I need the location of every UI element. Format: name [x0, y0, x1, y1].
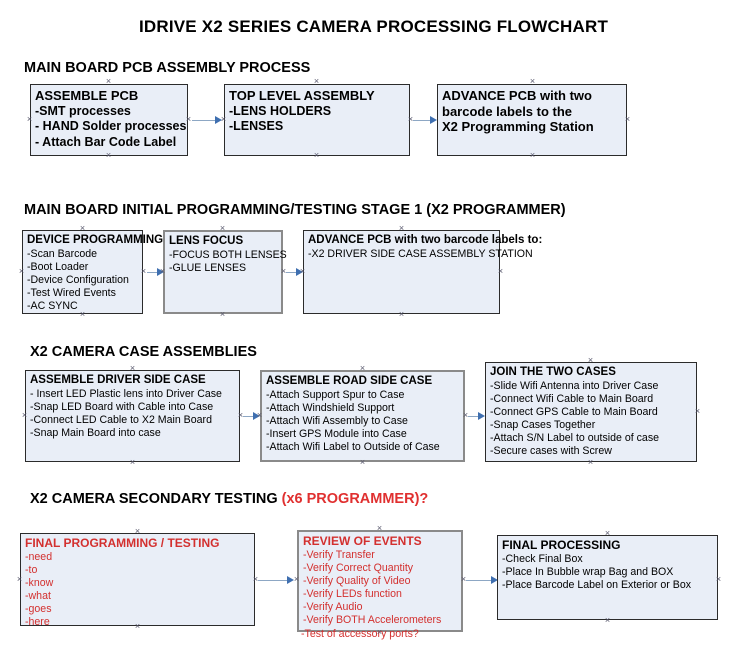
node-line: -Device Configuration: [27, 273, 129, 286]
node-line: -Place Barcode Label on Exterior or Box: [502, 578, 692, 591]
section-heading-accent: (x6 PROGRAMMER)?: [281, 491, 429, 507]
connector-arrow-icon: [478, 412, 485, 420]
node-title: ASSEMBLE DRIVER SIDE CASE: [30, 374, 206, 386]
node-line: barcode labels to the: [442, 103, 573, 119]
connector-line: [258, 580, 290, 581]
node-line: -Connect LED Cable to X2 Main Board: [30, 413, 212, 426]
node-line: - Insert LED Plastic lens into Driver Ca…: [30, 387, 222, 400]
connector-line: [413, 120, 435, 121]
node-line: -Connect Wifi Cable to Main Board: [490, 392, 654, 405]
node-line: -Insert GPS Module into Case: [266, 427, 407, 440]
node-title: ADVANCE PCB with two barcode labels to:: [308, 234, 543, 246]
node-lens-focus[interactable]: LENS FOCUS -FOCUS BOTH LENSES -GLUE LENS…: [163, 230, 287, 314]
node-line: -to: [25, 563, 38, 576]
section-heading-text: MAIN BOARD INITIAL PROGRAMMING/TESTING S…: [24, 202, 566, 218]
node-final-programming-testing[interactable]: FINAL PROGRAMMING / TESTING -need -to -k…: [20, 533, 255, 628]
node-line: - Attach Bar Code Label: [35, 134, 177, 149]
node-line: -Test Wired Events: [27, 286, 116, 299]
node-line: -Verify Correct Quantity: [303, 561, 414, 574]
node-device-programming[interactable]: DEVICE PROGRAMMING -Scan Barcode -Boot L…: [22, 230, 164, 314]
connector-arrow-icon: [157, 268, 164, 276]
node-assemble-pcb[interactable]: ASSEMBLE PCB -SMT processes - HAND Solde…: [30, 84, 188, 156]
connector-arrow-icon: [491, 576, 498, 584]
section-heading-text: X2 CAMERA SECONDARY TESTING: [30, 491, 282, 507]
node-title: ASSEMBLE PCB: [35, 88, 139, 103]
node-line: -Snap Main Board into case: [30, 426, 161, 439]
node-review-of-events[interactable]: REVIEW OF EVENTS -Verify Transfer -Verif…: [297, 530, 463, 632]
node-line: -Slide Wifi Antenna into Driver Case: [490, 379, 659, 392]
section-heading-text: MAIN BOARD PCB ASSEMBLY PROCESS: [24, 60, 311, 76]
node-line: -here: [25, 615, 50, 628]
node-line: -Verify BOTH Accelerometers: [303, 613, 442, 626]
node-advance-pcb-driver-side-station[interactable]: ADVANCE PCB with two barcode labels to: …: [303, 230, 543, 314]
connector-line: [468, 416, 482, 417]
node-line: -Scan Barcode: [27, 247, 98, 260]
node-overflow-line: -Test of accessory ports?: [301, 628, 419, 640]
node-line: -Verify LEDs function: [303, 587, 402, 600]
node-title: ASSEMBLE ROAD SIDE CASE: [266, 375, 433, 387]
node-title: FINAL PROCESSING: [502, 538, 621, 552]
connector-arrow-icon: [253, 412, 260, 420]
connector-line: [192, 120, 218, 121]
section-heading-main-board-pcb-assembly: MAIN BOARD PCB ASSEMBLY PROCESS: [24, 60, 310, 76]
node-title: TOP LEVEL ASSEMBLY: [229, 88, 375, 103]
node-line: -LENS HOLDERS: [229, 103, 332, 118]
node-line: -goes: [25, 602, 52, 615]
node-line: -what: [25, 589, 51, 602]
node-line: -know: [25, 576, 54, 589]
node-join-the-two-cases[interactable]: JOIN THE TWO CASES -Slide Wifi Antenna i…: [485, 362, 697, 462]
connector-arrow-icon: [287, 576, 294, 584]
section-heading-main-board-initial-programming: MAIN BOARD INITIAL PROGRAMMING/TESTING S…: [24, 202, 566, 218]
node-line: -X2 DRIVER SIDE CASE ASSEMBLY STATION: [308, 247, 533, 260]
node-advance-pcb-programming-station[interactable]: ADVANCE PCB with two barcode labels to t…: [437, 84, 627, 156]
node-title: ADVANCE PCB with two: [442, 88, 592, 103]
node-line: -Place In Bubble wrap Bag and BOX: [502, 565, 674, 578]
node-line: -Attach Support Spur to Case: [266, 388, 405, 401]
node-line: -Boot Loader: [27, 260, 89, 273]
node-assemble-driver-side-case[interactable]: ASSEMBLE DRIVER SIDE CASE - Insert LED P…: [25, 370, 240, 462]
section-heading-x2-camera-secondary-testing: X2 CAMERA SECONDARY TESTING (x6 PROGRAMM…: [30, 491, 428, 507]
node-line: -need: [25, 550, 53, 563]
node-line: -Attach Wifi Assembly to Case: [266, 414, 408, 427]
node-line: -AC SYNC: [27, 299, 78, 312]
connector-line: [147, 272, 161, 273]
page-title: IDRIVE X2 SERIES CAMERA PROCESSING FLOWC…: [138, 17, 609, 36]
node-line: X2 Programming Station: [442, 119, 594, 134]
node-line: -Attach S/N Label to outside of case: [490, 431, 660, 444]
connector-arrow-icon: [296, 268, 303, 276]
node-line: -Connect GPS Cable to Main Board: [490, 405, 658, 418]
node-line: -GLUE LENSES: [169, 261, 247, 274]
node-line: -Attach Windshield Support: [266, 401, 395, 414]
node-line: -Verify Quality of Video: [303, 574, 411, 587]
node-title: LENS FOCUS: [169, 235, 244, 247]
connector-arrow-icon: [430, 116, 437, 124]
section-heading-x2-camera-case-assemblies: X2 CAMERA CASE ASSEMBLIES: [30, 344, 257, 360]
connector-line: [243, 416, 257, 417]
node-line: -LENSES: [229, 119, 284, 133]
section-heading-text: X2 CAMERA CASE ASSEMBLIES: [30, 344, 257, 360]
connector-line: [466, 580, 494, 581]
node-title: REVIEW OF EVENTS: [303, 534, 422, 548]
node-line: -Check Final Box: [502, 552, 583, 565]
node-line: -Attach Wifi Label to Outside of Case: [266, 440, 440, 453]
connector-line: [286, 272, 300, 273]
node-line: -Snap LED Board with Cable into Case: [30, 400, 214, 413]
node-line: - HAND Solder processes: [35, 119, 187, 133]
node-line: -Verify Transfer: [303, 548, 375, 561]
node-title: DEVICE PROGRAMMING: [27, 234, 164, 246]
node-line: -Verify Audio: [303, 600, 363, 613]
connector-arrow-icon: [215, 116, 222, 124]
node-line: -FOCUS BOTH LENSES: [169, 248, 287, 261]
node-top-level-assembly[interactable]: TOP LEVEL ASSEMBLY -LENS HOLDERS -LENSES: [224, 84, 410, 156]
node-title: FINAL PROGRAMMING / TESTING: [25, 536, 220, 550]
node-line: -SMT processes: [35, 103, 131, 118]
node-title: JOIN THE TWO CASES: [490, 366, 616, 378]
node-line: -Secure cases with Screw: [490, 444, 612, 457]
node-final-processing[interactable]: FINAL PROCESSING -Check Final Box -Place…: [497, 535, 718, 620]
node-line: -Snap Cases Together: [490, 418, 596, 431]
node-assemble-road-side-case[interactable]: ASSEMBLE ROAD SIDE CASE -Attach Support …: [260, 370, 465, 462]
